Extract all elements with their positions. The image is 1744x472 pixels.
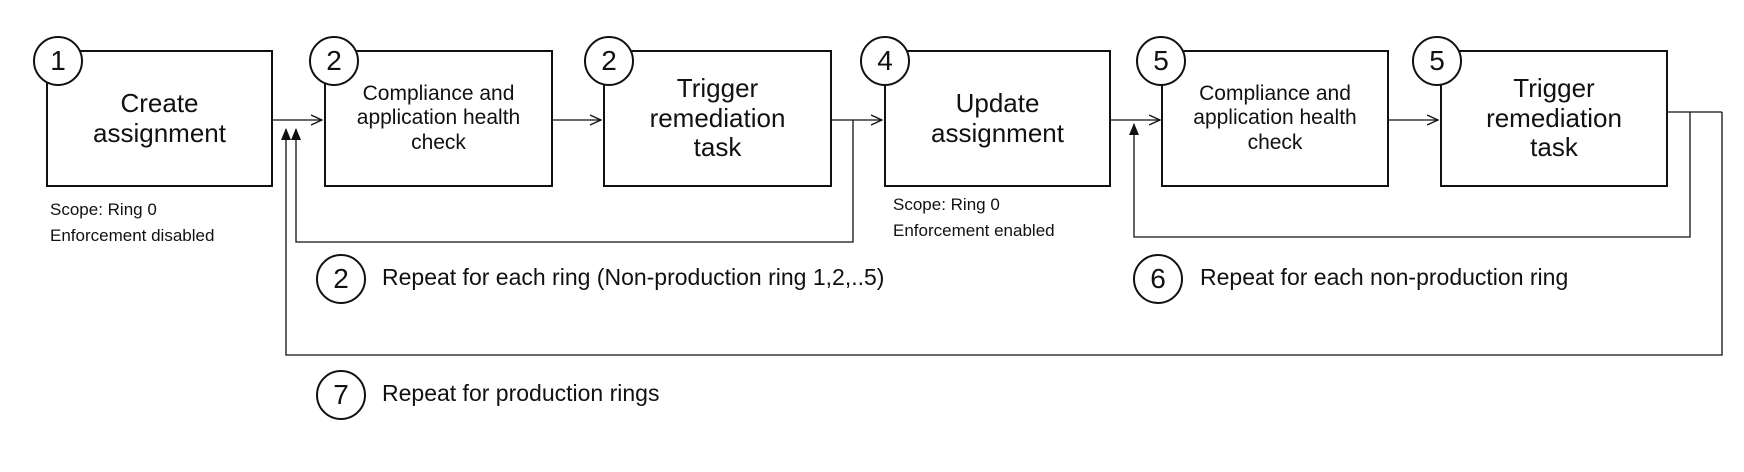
scope-note-create: Scope: Ring 0 Enforcement disabled [50, 197, 214, 249]
enforcement-line: Enforcement enabled [893, 221, 1055, 240]
step-box-update-assignment: Update assignment [884, 50, 1111, 187]
step-box-compliance-check: Compliance and application health check [324, 50, 553, 187]
loop-text: Repeat for production rings [382, 380, 660, 406]
loop-number-badge: 6 [1133, 254, 1183, 304]
loop-lines [281, 112, 1723, 356]
step-label: Trigger remediation task [1486, 72, 1622, 163]
step-number-badge: 4 [860, 36, 910, 86]
loop-text: Repeat for each ring (Non-production rin… [382, 264, 885, 290]
loop-number-badge: 7 [316, 370, 366, 420]
loop-production-line [281, 112, 1723, 356]
scope-line: Scope: Ring 0 [50, 200, 157, 219]
scope-line: Scope: Ring 0 [893, 195, 1000, 214]
forward-arrows [272, 111, 1722, 120]
step-label: Compliance and application health check [356, 82, 521, 154]
step-label: Create assignment [93, 87, 226, 148]
step-label: Compliance and application health check [1193, 82, 1357, 154]
scope-note-update: Scope: Ring 0 Enforcement enabled [893, 192, 1055, 244]
step-label: Trigger remediation task [649, 72, 786, 163]
step-number-badge: 1 [33, 36, 83, 86]
loop-non-production-line [1129, 112, 1691, 238]
step-box-create-assignment: Create assignment [46, 50, 273, 187]
step-box-compliance-check-2: Compliance and application health check [1161, 50, 1389, 187]
step-label: Update assignment [931, 87, 1064, 148]
step-number-badge: 2 [309, 36, 359, 86]
step-number-badge: 5 [1136, 36, 1186, 86]
enforcement-line: Enforcement disabled [50, 226, 215, 245]
step-box-trigger-remediation-2: Trigger remediation task [1440, 50, 1668, 187]
step-number-badge: 2 [584, 36, 634, 86]
loop-number-badge: 2 [316, 254, 366, 304]
step-box-trigger-remediation: Trigger remediation task [603, 50, 832, 187]
step-number-badge: 5 [1412, 36, 1462, 86]
loop-text: Repeat for each non-production ring [1200, 264, 1569, 290]
loop-ring-line [291, 120, 854, 243]
